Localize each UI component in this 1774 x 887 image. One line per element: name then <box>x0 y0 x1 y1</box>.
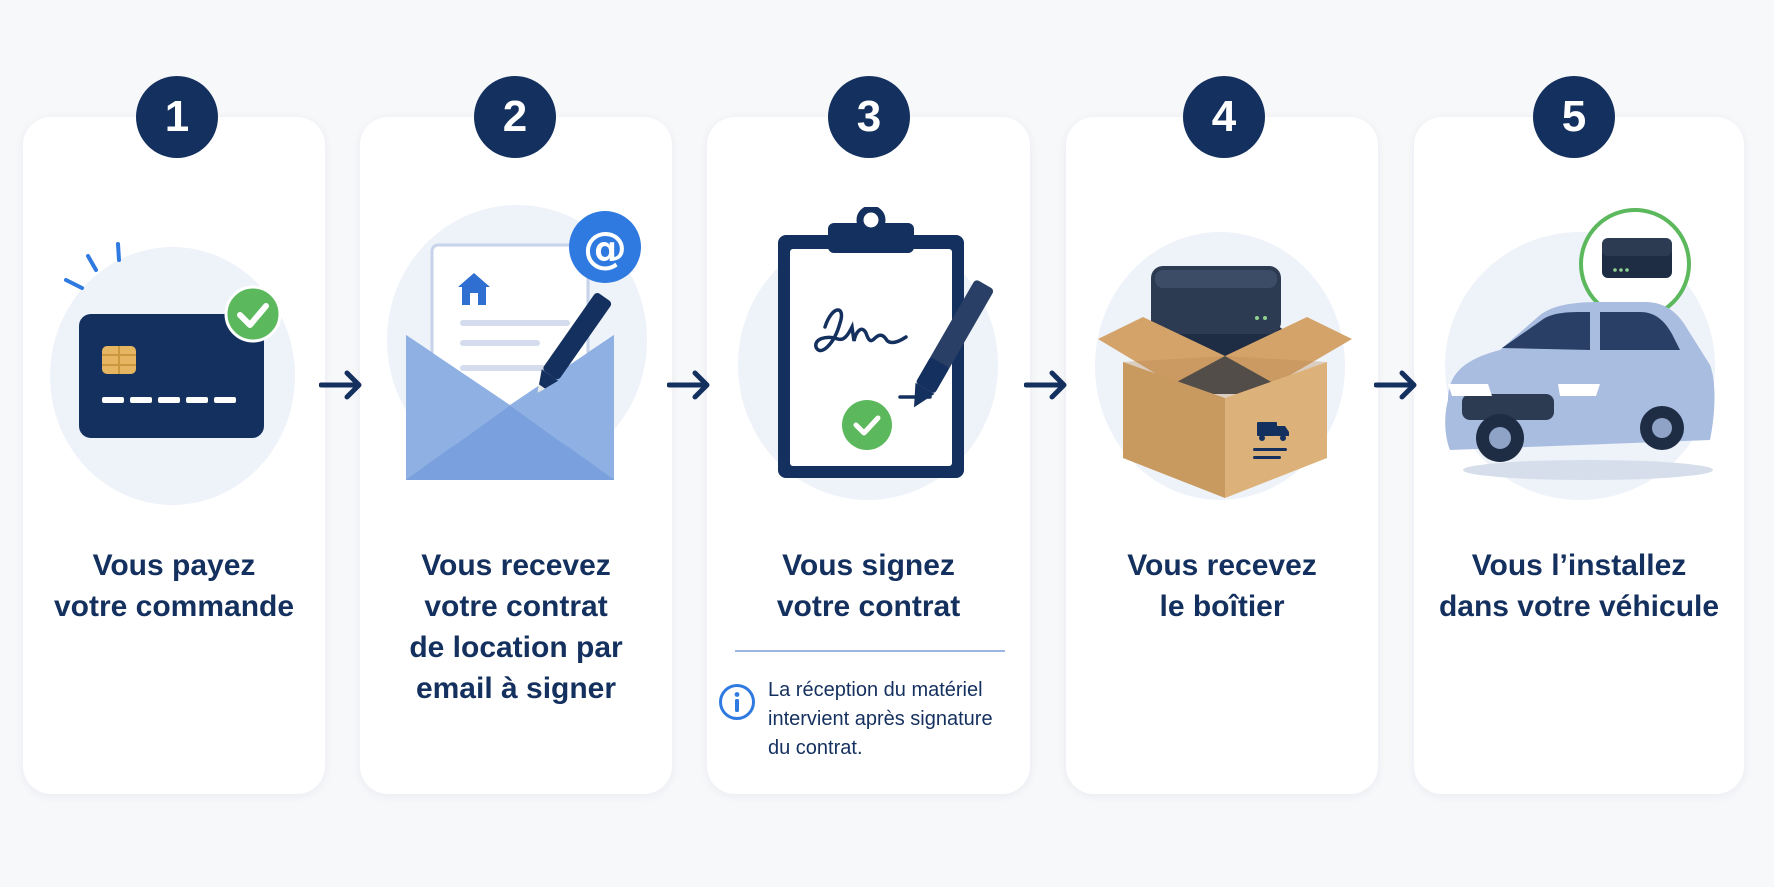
step-title-line: email à signer <box>415 672 617 705</box>
step-title-4: Vous recevez le boîtier <box>1066 545 1378 627</box>
step-title-3: Vous signez votre contrat <box>707 545 1030 627</box>
step-number-1: 1 <box>136 76 218 158</box>
arrow-right-icon <box>1024 370 1067 400</box>
step-title-line: dans votre véhicule <box>1438 590 1720 623</box>
note-line: du contrat. <box>768 737 863 759</box>
svg-text:@: @ <box>583 223 627 274</box>
step-title-5: Vous l’installez dans votre véhicule <box>1414 545 1744 627</box>
arrow-right-icon <box>319 370 362 400</box>
car-device-icon <box>1445 208 1715 480</box>
step-number-4: 4 <box>1183 76 1265 158</box>
step-title-1: Vous payez votre commande <box>23 545 325 627</box>
step-title-line: Vous payez <box>92 549 256 582</box>
step-number-3: 3 <box>828 76 910 158</box>
step-title-line: votre contrat <box>424 590 608 623</box>
info-note: La réception du matériel intervient aprè… <box>768 676 1038 763</box>
package-box-icon <box>1098 266 1352 498</box>
step-title-2: Vous recevez votre contrat de location p… <box>360 545 672 709</box>
step-title-line: Vous recevez <box>1127 549 1317 582</box>
credit-card-icon <box>64 242 282 438</box>
note-line: La réception du matériel <box>768 679 983 701</box>
step-title-line: Vous l’installez <box>1471 549 1687 582</box>
arrow-right-icon <box>1374 370 1417 400</box>
step-title-line: votre commande <box>53 590 295 623</box>
envelope-contract-icon: @ <box>406 211 641 480</box>
step-number-5: 5 <box>1533 76 1615 158</box>
step-title-line: le boîtier <box>1159 590 1285 623</box>
step-title-line: de location par <box>409 631 623 664</box>
note-line: intervient après signature <box>768 708 993 730</box>
clipboard-signature-icon <box>778 207 994 478</box>
step-title-line: Vous signez <box>782 549 955 582</box>
arrow-right-icon <box>667 370 710 400</box>
step-title-line: votre contrat <box>776 590 961 623</box>
note-divider <box>735 650 1005 652</box>
info-icon <box>719 684 755 720</box>
step-title-line: Vous recevez <box>421 549 611 582</box>
step-number-2: 2 <box>474 76 556 158</box>
